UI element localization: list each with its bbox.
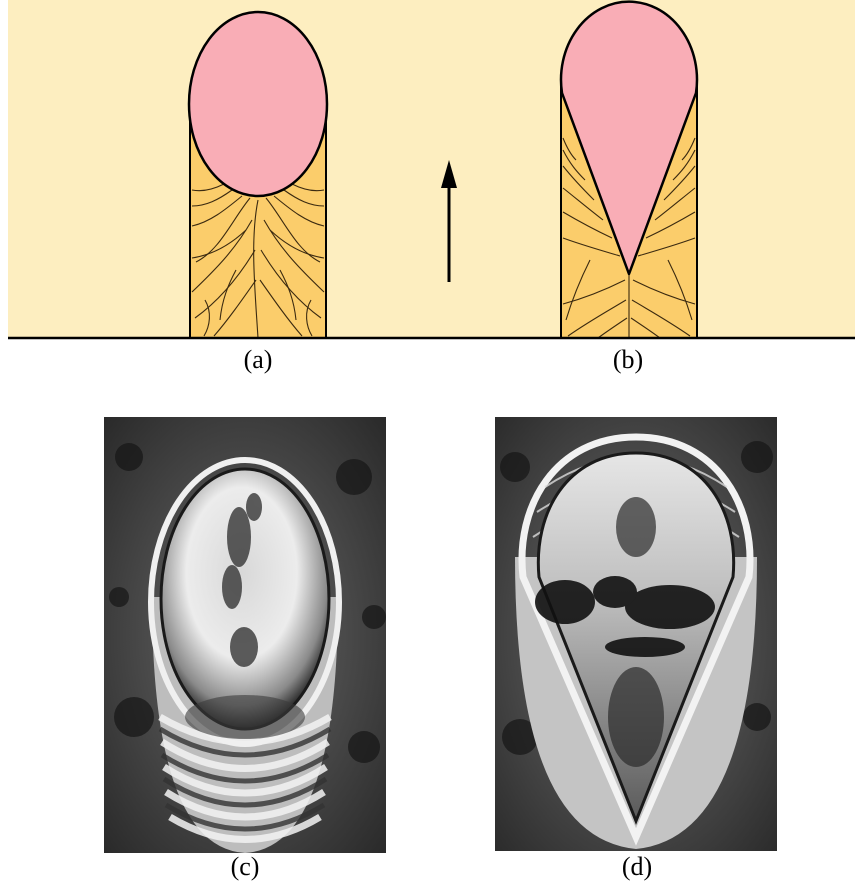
caption-d: (d)	[597, 852, 677, 882]
caption-a: (a)	[218, 345, 298, 375]
weld-pool-a	[189, 12, 327, 196]
schematic-panel	[0, 0, 855, 345]
micrograph-c-image	[104, 417, 386, 853]
caption-c: (c)	[205, 852, 285, 882]
weld-a	[189, 12, 327, 338]
weld-b	[561, 2, 697, 338]
caption-b: (b)	[588, 345, 668, 375]
micrograph-d	[495, 417, 777, 851]
micrograph-d-image	[495, 417, 777, 851]
schematic-background	[8, 0, 855, 338]
micrograph-c	[104, 417, 386, 853]
